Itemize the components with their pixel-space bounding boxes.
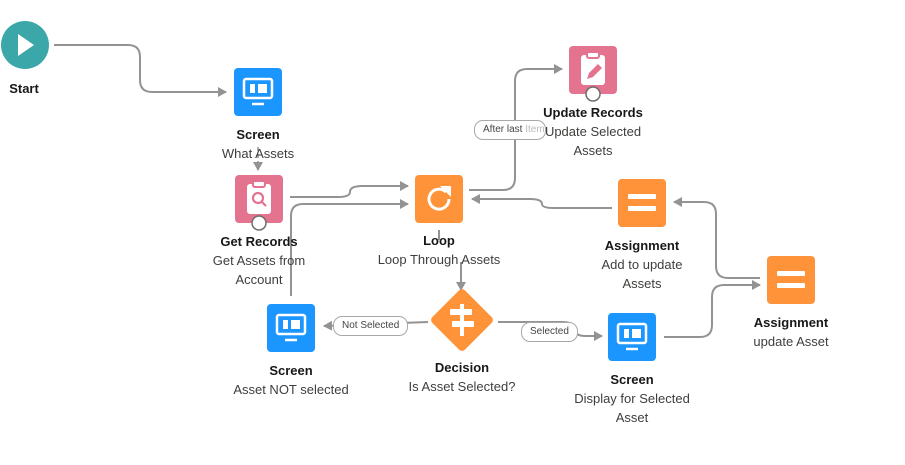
screen-selected-label: Screen Display for Selected Asset <box>562 370 702 427</box>
connector-label-after-last[interactable]: After last Item <box>474 120 546 140</box>
assignment-icon <box>777 271 805 288</box>
node-description: Add to update <box>601 257 683 272</box>
node-description: Is Asset Selected? <box>408 379 516 394</box>
get-records-node[interactable] <box>235 175 283 231</box>
record-lookup-icon <box>247 180 271 214</box>
assignment-update-label: Assignment update Asset <box>731 313 851 351</box>
loop-label: Loop Loop Through Assets <box>364 231 514 269</box>
connectors <box>54 44 761 341</box>
loop-icon <box>427 186 451 211</box>
connector-label-not-selected[interactable]: Not Selected <box>333 316 409 336</box>
node-title: Screen <box>236 127 280 142</box>
node-description: Update Selected <box>544 124 642 139</box>
screen-icon <box>275 313 307 342</box>
connector-screen-selected-to-assignment[interactable] <box>664 280 761 338</box>
node-description: Asset <box>615 410 649 425</box>
decision-icon <box>450 304 474 336</box>
node-description: Display for Selected <box>574 391 690 406</box>
connector-assignment1-to-loop[interactable] <box>471 194 612 209</box>
connector-screen-not-to-loop[interactable] <box>290 199 409 296</box>
update-records-node[interactable] <box>569 46 617 102</box>
node-description: Assets <box>622 276 662 291</box>
node-title: Start <box>9 81 39 96</box>
connector-start-to-screen[interactable] <box>54 44 227 97</box>
node-title: Loop <box>423 233 455 248</box>
node-title: Screen <box>610 372 654 387</box>
connector-label-selected[interactable]: Selected <box>521 322 578 342</box>
assignment-icon <box>628 194 656 211</box>
decision-label: Decision Is Asset Selected? <box>392 358 532 396</box>
screen-icon <box>616 322 648 351</box>
update-records-label: Update Records Update Selected Assets <box>523 103 663 160</box>
connector-loop-to-decision[interactable] <box>438 230 461 290</box>
screen-node-not-selected[interactable] <box>267 304 315 352</box>
play-icon <box>18 34 34 56</box>
screen-node-what-assets[interactable] <box>234 68 282 116</box>
record-update-icon <box>581 51 605 85</box>
node-description: Get Assets from <box>212 253 306 268</box>
assignment-add-label: Assignment Add to update Assets <box>572 236 712 293</box>
node-description: Assets <box>573 143 613 158</box>
screen-icon <box>242 77 274 106</box>
node-title: Get Records <box>220 234 298 249</box>
screen-node-selected[interactable] <box>608 313 656 361</box>
connector-get-records-to-loop[interactable] <box>290 181 409 198</box>
screen-what-assets-label: Screen What Assets <box>198 125 318 163</box>
node-description: Asset NOT selected <box>233 382 349 397</box>
assignment-node-update-asset[interactable] <box>767 256 815 304</box>
start-node[interactable] <box>1 21 49 69</box>
decision-node[interactable] <box>429 287 494 352</box>
get-records-label: Get Records Get Assets from Account <box>189 232 329 289</box>
node-title: Update Records <box>543 105 643 120</box>
node-title: Decision <box>434 360 490 375</box>
assignment-node-add-to-update[interactable] <box>618 179 666 227</box>
connector-assignment2-to-assignment1[interactable] <box>673 197 760 279</box>
node-title: Assignment <box>753 315 829 330</box>
node-title: Assignment <box>604 238 680 253</box>
node-description: update Asset <box>753 334 829 349</box>
node-title: Screen <box>269 363 313 378</box>
node-description: Loop Through Assets <box>377 252 501 267</box>
node-description: Account <box>235 272 283 287</box>
node-description: What Assets <box>221 146 295 161</box>
loop-node[interactable] <box>415 175 463 223</box>
start-label: Start <box>0 79 48 98</box>
screen-not-selected-label: Screen Asset NOT selected <box>221 361 361 399</box>
